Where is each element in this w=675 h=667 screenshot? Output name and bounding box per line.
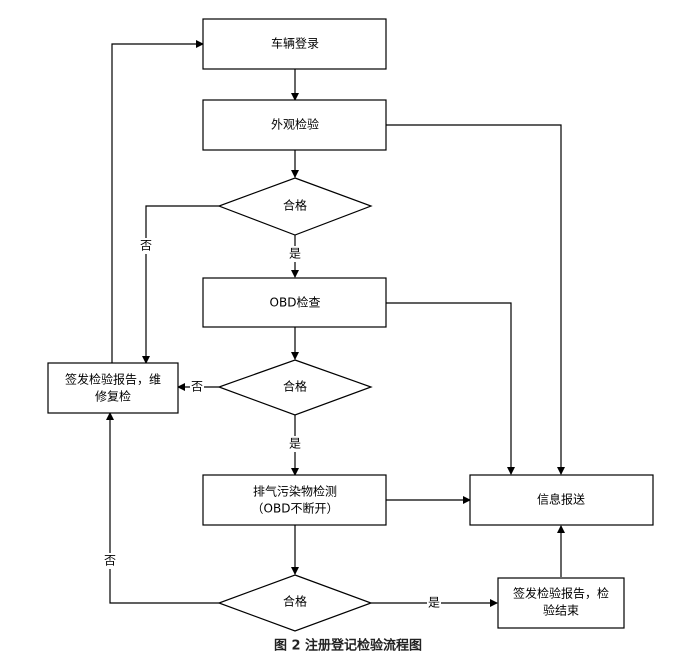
- decision-pass-3-label: 合格: [283, 594, 307, 609]
- edge-label-yes-3: 是: [427, 595, 441, 611]
- node-obd-label: OBD检查: [270, 295, 321, 310]
- node-info-label: 信息报送: [537, 492, 585, 507]
- edge-repair-to-register: [111, 40, 204, 363]
- svg-text:是: 是: [428, 596, 440, 610]
- edge-visual-to-info: [386, 124, 565, 475]
- node-repair-report: 签发检验报告，维 修复检: [47, 362, 179, 414]
- node-info-report: 信息报送: [469, 474, 654, 526]
- edge-label-yes-1: 是: [288, 246, 302, 262]
- node-visual-label: 外观检验: [271, 117, 319, 132]
- svg-text:否: 否: [104, 554, 116, 568]
- node-emission-line1: 排气污染物检测: [253, 484, 337, 499]
- node-finish-report: 签发检验报告，检 验结束: [497, 577, 625, 629]
- svg-text:否: 否: [140, 239, 152, 253]
- node-emission-test: 排气污染物检测 （OBD不断开）: [202, 474, 387, 526]
- node-obd-check: OBD检查: [202, 277, 387, 328]
- svg-text:否: 否: [191, 380, 203, 394]
- edge-pass3-no-to-repair: [106, 412, 219, 604]
- decision-pass-1-label: 合格: [283, 198, 307, 213]
- decision-pass-1: 合格: [217, 177, 373, 236]
- node-visual-inspection: 外观检验: [202, 99, 387, 151]
- edge-pass1-no-to-repair: [142, 205, 219, 364]
- decision-pass-2: 合格: [217, 359, 373, 416]
- svg-text:是: 是: [289, 247, 301, 261]
- decision-pass-2-label: 合格: [283, 379, 307, 394]
- edge-obd-to-info: [386, 302, 515, 475]
- edge-label-no-3: 否: [103, 553, 117, 569]
- node-finish-line2: 验结束: [543, 603, 579, 618]
- node-emission-line2: （OBD不断开）: [252, 501, 339, 516]
- node-finish-line1: 签发检验报告，检: [513, 586, 609, 601]
- node-repair-line2: 修复检: [95, 389, 131, 404]
- node-register-label: 车辆登录: [271, 36, 319, 51]
- decision-pass-3: 合格: [217, 574, 373, 632]
- edge-label-no-2: 否: [190, 379, 204, 395]
- edge-label-no-1: 否: [139, 238, 153, 254]
- svg-text:是: 是: [289, 437, 301, 451]
- edge-label-yes-2: 是: [288, 436, 302, 452]
- node-repair-line1: 签发检验报告，维: [65, 372, 161, 387]
- figure-caption: 图 2 注册登记检验流程图: [274, 638, 422, 654]
- node-register: 车辆登录: [202, 18, 387, 70]
